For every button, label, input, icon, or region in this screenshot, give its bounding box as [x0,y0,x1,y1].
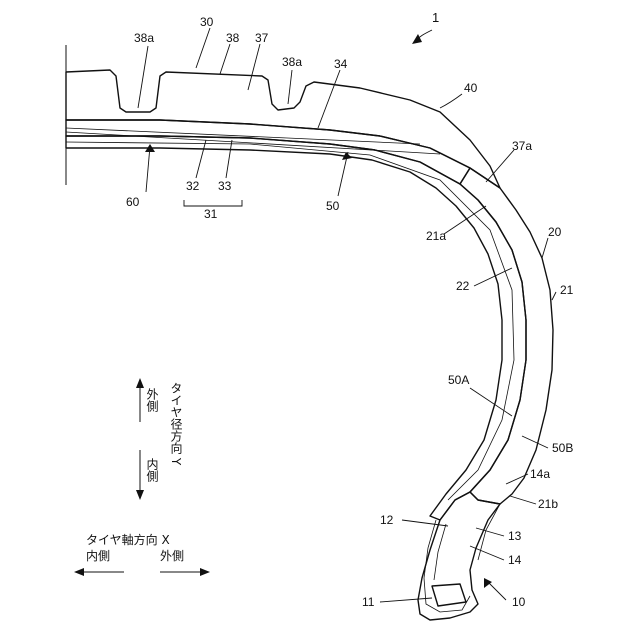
ref-50B: 50B [552,441,573,455]
ref-33: 33 [218,179,232,193]
ref10-arrow-icon [484,578,492,588]
ref-38: 38 [226,31,240,45]
radial-outer-label: 外側 [145,388,159,412]
ref-60: 60 [126,195,140,209]
axial-direction-label: タイヤ軸方向 X [86,532,170,547]
radial-direction-legend: 外側 タイヤ径方向 Y 内側 [136,378,183,500]
ref-14a: 14a [530,467,550,481]
ref-40: 40 [464,81,478,95]
ref-11: 11 [362,595,375,609]
sidewall-rubber [460,168,553,504]
ref-37: 37 [255,31,269,45]
reference-numerals: 1 30 38 37 38a 38a 34 40 37a 20 21 21a 2… [126,10,574,609]
radial-inner-arrow-icon [136,490,144,500]
ref-34: 34 [334,57,348,71]
axial-outer-arrow-icon [200,568,210,576]
radial-outer-arrow-icon [136,378,144,388]
ref-38a-right: 38a [282,55,302,69]
ref-32: 32 [186,179,200,193]
axial-inner-label: 内側 [86,549,110,563]
radial-inner-label: 内側 [145,458,159,482]
ref-21a: 21a [426,229,446,243]
ref-1: 1 [432,10,439,25]
ref1-arrow-icon [412,34,422,44]
bead-core [432,584,466,606]
axial-outer-label: 外側 [160,549,184,563]
axial-direction-legend: タイヤ軸方向 X 内側 外側 [74,532,210,576]
radial-direction-label: タイヤ径方向 Y [169,382,183,466]
ref-50: 50 [326,199,340,213]
ref-21b: 21b [538,497,558,511]
ref-10: 10 [512,595,526,609]
ref-21: 21 [560,283,574,297]
ref-31: 31 [204,207,218,221]
ref-38a-left: 38a [134,31,154,45]
ref-12: 12 [380,513,394,527]
ref-20: 20 [548,225,562,239]
ref-14: 14 [508,553,522,567]
ref-37a: 37a [512,139,532,153]
carcass-ply [66,136,526,520]
ref-30: 30 [200,15,214,29]
bead-region [418,492,500,620]
axial-inner-arrow-icon [74,568,84,576]
ref-50A: 50A [448,373,469,387]
ref-13: 13 [508,529,522,543]
ref-22: 22 [456,279,470,293]
